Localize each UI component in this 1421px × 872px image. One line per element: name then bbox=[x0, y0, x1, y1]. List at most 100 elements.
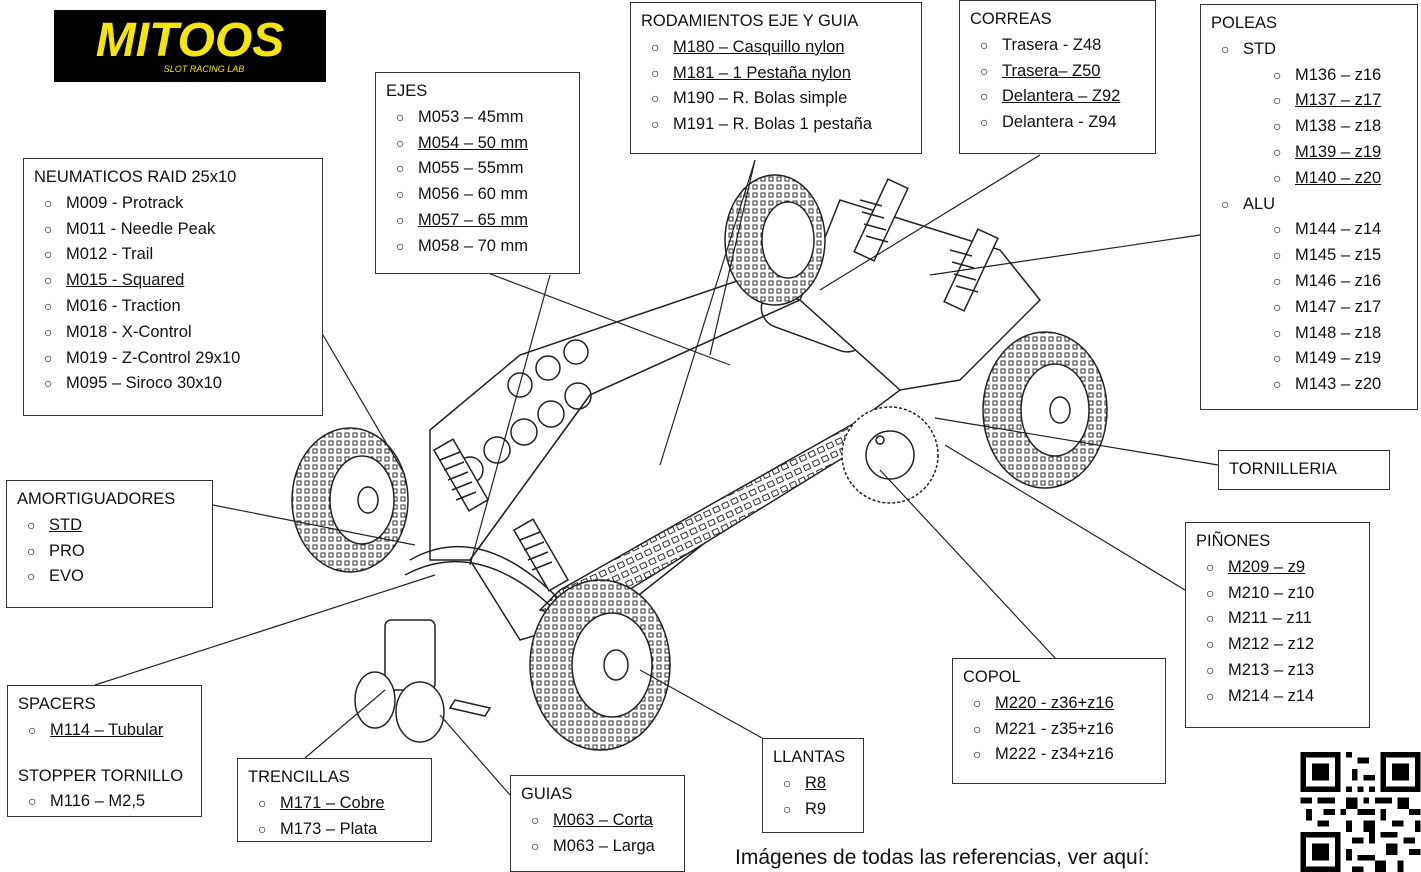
list-item: M146 – z16 bbox=[1211, 269, 1407, 295]
list-item: M173 – Plata bbox=[248, 817, 421, 843]
list-item: Delantera – Z92 bbox=[970, 84, 1145, 110]
gear-pinion bbox=[841, 406, 939, 504]
item-list: R8 R9 bbox=[773, 771, 853, 823]
list-item: M063 – Corta bbox=[521, 808, 674, 834]
list-item: M213 – z13 bbox=[1196, 658, 1359, 684]
list-item: EVO bbox=[17, 564, 202, 590]
list-item: M180 – Casquillo nylon bbox=[641, 35, 911, 61]
list-item: M095 – Siroco 30x10 bbox=[34, 371, 312, 397]
leader-line bbox=[879, 469, 1056, 659]
box-title: RODAMIENTOS EJE Y GUIA bbox=[641, 12, 859, 30]
box-title: POLEAS bbox=[1211, 14, 1278, 32]
box-title: NEUMATICOS RAID 25x10 bbox=[34, 168, 237, 186]
leader-line bbox=[319, 329, 406, 476]
list-item: M212 – z12 bbox=[1196, 632, 1359, 658]
front-bumper bbox=[409, 545, 561, 601]
plate-hole bbox=[483, 436, 511, 464]
box-correas: CORREAS Trasera - Z48 Trasera– Z50 Delan… bbox=[959, 0, 1156, 154]
box-spacers: SPACERS M114 – Tubular STOPPER TORNILLO … bbox=[7, 685, 202, 817]
list-item: M148 – z18 bbox=[1211, 321, 1407, 347]
plate-hole bbox=[510, 418, 538, 446]
wheel-rear-right bbox=[982, 331, 1108, 489]
plate-hole bbox=[507, 372, 533, 398]
box-title: GUIAS bbox=[521, 785, 573, 803]
list-item: M190 – R. Bolas simple bbox=[641, 86, 911, 112]
item-list: M171 – Cobre M173 – Plata bbox=[248, 791, 421, 843]
leader-line bbox=[469, 274, 551, 566]
guide-blade bbox=[354, 619, 492, 743]
list-item: M209 – z9 bbox=[1196, 555, 1359, 581]
list-item: Trasera - Z48 bbox=[970, 33, 1145, 59]
leader-line bbox=[639, 669, 763, 739]
list-item: M210 – z10 bbox=[1196, 581, 1359, 607]
box-title: COPOL bbox=[963, 668, 1021, 686]
list-item: M116 – M2,5 bbox=[18, 789, 191, 815]
group-alu: ALU bbox=[1211, 192, 1407, 218]
list-item: M063 – Larga bbox=[521, 834, 674, 860]
leader-line bbox=[819, 154, 1041, 291]
box-title: CORREAS bbox=[970, 10, 1052, 28]
list-item: R9 bbox=[773, 797, 853, 823]
box-title: TORNILLERIA bbox=[1229, 460, 1337, 478]
list-item: M011 - Needle Peak bbox=[34, 217, 312, 243]
list-item: M211 – z11 bbox=[1196, 606, 1359, 632]
list-item: M139 – z19 bbox=[1211, 140, 1407, 166]
list-item: M053 – 45mm bbox=[386, 105, 569, 131]
brand-logo: MITOOS SLOT RACING LAB bbox=[54, 10, 326, 82]
box-title: AMORTIGUADORES bbox=[17, 490, 176, 508]
front-bumper bbox=[404, 560, 561, 616]
box-guias: GUIAS M063 – Corta M063 – Larga bbox=[510, 775, 685, 872]
leader-line bbox=[659, 159, 756, 466]
list-item: M147 – z17 bbox=[1211, 295, 1407, 321]
leader-line bbox=[709, 159, 756, 356]
list-item: M222 - z34+z16 bbox=[963, 742, 1155, 768]
plate-hole bbox=[535, 355, 561, 381]
list-item: M136 – z16 bbox=[1211, 63, 1407, 89]
leader-line bbox=[934, 417, 1219, 466]
leader-line bbox=[479, 269, 731, 366]
shock-absorber bbox=[853, 178, 909, 262]
box-trencillas: TRENCILLAS M171 – Cobre M173 – Plata bbox=[237, 758, 432, 842]
box-title: PIÑONES bbox=[1196, 532, 1271, 550]
list-item: R8 bbox=[773, 771, 853, 797]
shock-absorber bbox=[432, 438, 490, 512]
item-list: M116 – M2,5 bbox=[18, 789, 191, 815]
list-item: M221 - z35+z16 bbox=[963, 717, 1155, 743]
item-list: M063 – Corta M063 – Larga bbox=[521, 808, 674, 860]
list-item: M137 – z17 bbox=[1211, 88, 1407, 114]
footer-caption: Imágenes de todas las referencias, ver a… bbox=[735, 846, 1150, 869]
list-item: M149 – z19 bbox=[1211, 346, 1407, 372]
plate-hole bbox=[537, 400, 565, 428]
list-item: M016 - Traction bbox=[34, 294, 312, 320]
qr-code[interactable] bbox=[1300, 752, 1421, 872]
plate-hole bbox=[564, 382, 592, 410]
list-item: M138 – z18 bbox=[1211, 114, 1407, 140]
box-llantas: LLANTAS R8 R9 bbox=[762, 738, 864, 833]
list-item: M015 - Squared bbox=[34, 268, 312, 294]
list-item: Trasera– Z50 bbox=[970, 59, 1145, 85]
list-item: M171 – Cobre bbox=[248, 791, 421, 817]
logo-brand-text: MITOOS bbox=[96, 14, 284, 67]
list-item: M144 – z14 bbox=[1211, 217, 1407, 243]
leader-line bbox=[944, 444, 1186, 591]
list-item: STD bbox=[17, 513, 202, 539]
list-item: M058 – 70 mm bbox=[386, 234, 569, 260]
group-std: STD bbox=[1211, 37, 1407, 63]
item-list: M180 – Casquillo nylon M181 – 1 Pestaña … bbox=[641, 35, 911, 138]
list-item: Delantera - Z94 bbox=[970, 110, 1145, 136]
list-item: M055 – 55mm bbox=[386, 156, 569, 182]
box-subtitle: STOPPER TORNILLO bbox=[18, 766, 184, 785]
box-title: TRENCILLAS bbox=[248, 768, 350, 786]
item-list: M209 – z9 M210 – z10 M211 – z11 M212 – z… bbox=[1196, 555, 1359, 710]
list-item: M009 - Protrack bbox=[34, 191, 312, 217]
list-item: M181 – 1 Pestaña nylon bbox=[641, 61, 911, 87]
box-poleas: POLEAS STD M136 – z16 M137 – z17 M138 – … bbox=[1200, 4, 1418, 410]
list-item: M114 – Tubular bbox=[18, 718, 191, 744]
list-item: M220 - z36+z16 bbox=[963, 691, 1155, 717]
box-neumaticos: NEUMATICOS RAID 25x10 M009 - Protrack M0… bbox=[23, 158, 323, 416]
item-list: STD PRO EVO bbox=[17, 513, 202, 590]
wheel-front-right bbox=[529, 579, 671, 751]
leader-line bbox=[929, 234, 1201, 276]
leader-line bbox=[94, 574, 436, 686]
